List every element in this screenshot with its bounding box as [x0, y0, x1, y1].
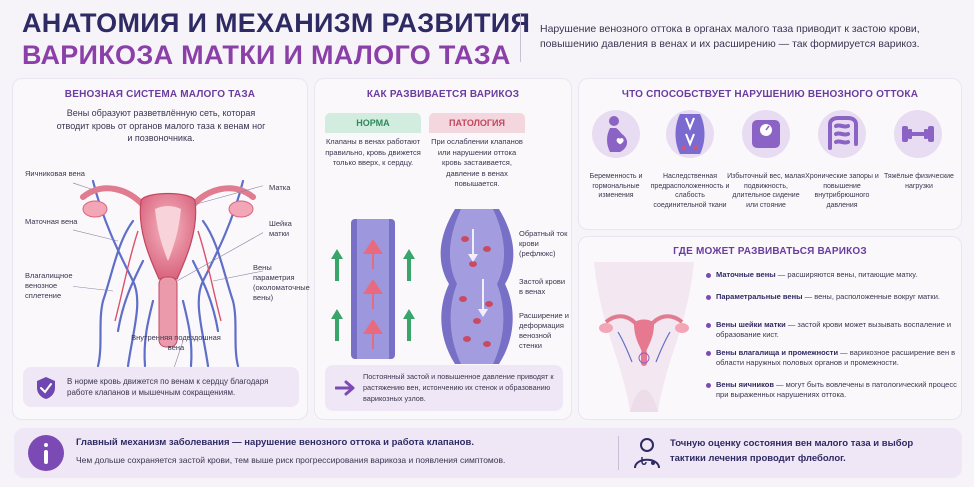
- summary-title: Главный механизм заболевания — нарушение…: [76, 437, 474, 448]
- anatomy-note: В норме кровь движется по венам к сердцу…: [23, 367, 299, 407]
- label-uterus: Матка: [269, 183, 291, 192]
- scale-icon: [752, 120, 780, 148]
- heredity-vein-icon: [675, 114, 705, 154]
- dumbbell-icon: [902, 126, 934, 142]
- factor-weight: [742, 110, 790, 158]
- pregnancy-icon: [607, 116, 628, 152]
- summary-banner: Главный механизм заболевания — нарушение…: [14, 428, 962, 478]
- factor-pregnancy: [592, 110, 640, 158]
- callout-dilation: Расширение и деформация венозной стенки: [519, 311, 569, 350]
- location-ovarian-veins: Вены яичников — могут быть вовлечены в п…: [716, 380, 957, 399]
- uterus-vein-illustration: [73, 179, 263, 371]
- development-note-text: Постоянный застой и повышенное давление …: [363, 372, 554, 403]
- doctor-line1: Точную оценку состояния вен малого таза …: [670, 438, 914, 449]
- factor-pregnancy-text: Беременность и гормональные изменения: [589, 173, 643, 199]
- development-panel: КАК РАЗВИВАЕТСЯ ВАРИКОЗ НОРМА Клапаны в …: [314, 78, 572, 420]
- arrow-right-icon: [335, 380, 355, 396]
- normal-vein-illustration: [331, 219, 415, 359]
- callout-stasis: Застой крови в венах: [519, 277, 566, 296]
- varicose-vein-illustration: [440, 209, 514, 364]
- location-bullet: [706, 351, 711, 356]
- anatomy-description: Вены образуют разветвлённую сеть, котора…: [56, 108, 266, 143]
- pathology-badge: ПАТОЛОГИЯ: [429, 113, 525, 133]
- anatomy-heading: ВЕНОЗНАЯ СИСТЕМА МАЛОГО ТАЗА: [64, 89, 256, 100]
- anatomy-panel: ВЕНОЗНАЯ СИСТЕМА МАЛОГО ТАЗА Вены образу…: [12, 78, 310, 420]
- norm-badge: НОРМА: [325, 113, 421, 133]
- location-bullet: [706, 273, 711, 278]
- factor-weight-text: Избыточный вес, малая подвижность, длите…: [727, 173, 805, 209]
- factor-physical-load: [894, 110, 942, 158]
- header-divider: [520, 14, 521, 62]
- intestine-icon: [828, 116, 858, 150]
- development-heading: КАК РАЗВИВАЕТСЯ ВАРИКОЗ: [366, 89, 520, 100]
- intro-text: Нарушение венозного оттока в органах мал…: [540, 23, 920, 50]
- location-bullet: [706, 383, 711, 388]
- label-uterine-vein: Маточная вена: [25, 217, 78, 226]
- summary-divider: [618, 436, 619, 470]
- location-bullet: [706, 295, 711, 300]
- label-vaginal-plexus: Влагалищное венозное сплетение: [25, 271, 73, 300]
- summary-text: Чем дольше сохраняется застой крови, тем…: [76, 455, 506, 465]
- anatomy-note-text: В норме кровь движется по венам к сердцу…: [67, 377, 269, 397]
- label-ovarian-vein: Яичниковая вена: [25, 169, 85, 178]
- pathology-text: При ослаблении клапанов или нарушении от…: [431, 137, 523, 188]
- doctor-line2: тактики лечения проводит флеболог.: [670, 453, 846, 464]
- label-cervix: Шейка матки: [269, 219, 292, 238]
- development-note: Постоянный застой и повышенное давление …: [325, 365, 563, 411]
- location-uterine-veins: Маточные вены — расширяются вены, питающ…: [716, 270, 918, 279]
- callout-reflux: Обратный ток крови (рефлюкс): [519, 229, 568, 258]
- location-parametrial-veins: Параметральные вены — вены, расположенны…: [716, 292, 940, 301]
- label-parametrial-veins: Вены параметрия (околоматочные вены): [253, 263, 310, 302]
- page-title-line2: ВАРИКОЗА МАТКИ И МАЛОГО ТАЗА: [22, 40, 511, 70]
- pelvis-illustration: [594, 262, 694, 412]
- label-internal-iliac-vein: Внутренняя подвздошная вена: [131, 333, 221, 352]
- factor-heredity-text: Наследственная предрасположенность и сла…: [650, 173, 730, 209]
- norm-text: Клапаны в венах работают правильно, кров…: [325, 137, 421, 167]
- location-cervix-veins: Вены шейки матки — застой крови может вы…: [716, 320, 952, 339]
- shield-check-icon: [37, 377, 55, 399]
- factor-constipation-text: Хронические запоры и повышение внутрибрю…: [805, 173, 879, 209]
- factor-heredity: [666, 110, 714, 158]
- doctor-icon: [634, 438, 660, 469]
- factor-constipation: [818, 110, 866, 158]
- page-title-line1: АНАТОМИЯ И МЕХАНИЗМ РАЗВИТИЯ: [22, 8, 531, 38]
- locations-heading: ГДЕ МОЖЕТ РАЗВИВАТЬСЯ ВАРИКОЗ: [673, 246, 867, 257]
- factor-physical-load-text: Тяжёлые физические нагрузки: [884, 173, 954, 190]
- location-bullet: [706, 323, 711, 328]
- factors-heading: ЧТО СПОСОБСТВУЕТ НАРУШЕНИЮ ВЕНОЗНОГО ОТТ…: [621, 89, 919, 100]
- location-vaginal-veins: Вены влагалища и промежности — варикозно…: [716, 348, 956, 367]
- info-icon: [28, 435, 64, 471]
